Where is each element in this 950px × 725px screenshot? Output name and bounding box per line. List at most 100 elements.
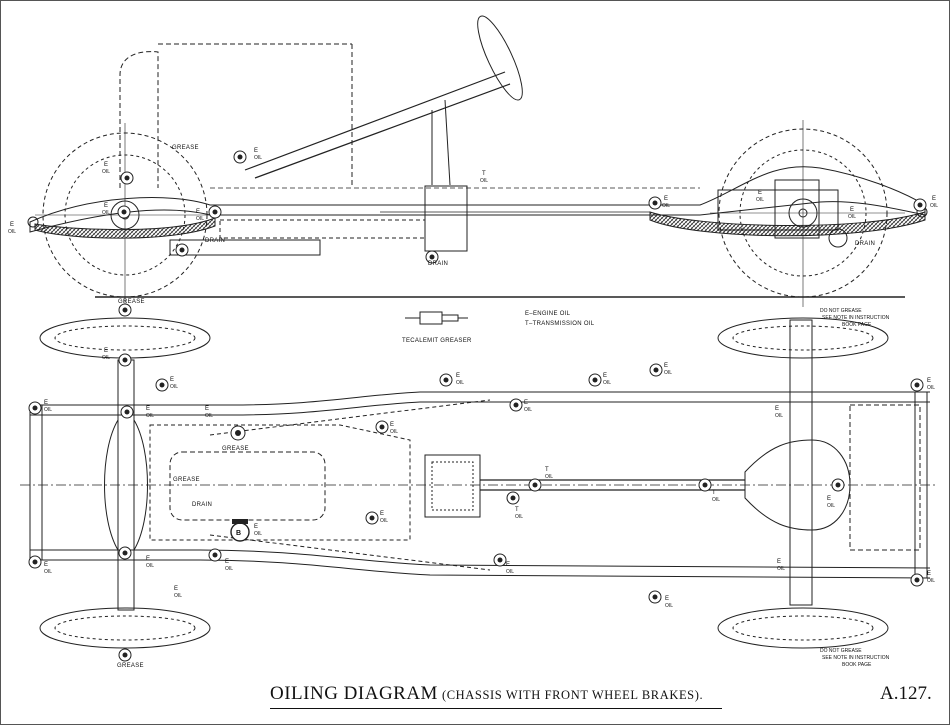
svg-text:E: E bbox=[146, 406, 150, 412]
svg-text:E: E bbox=[104, 348, 108, 354]
svg-text:E: E bbox=[44, 562, 48, 568]
svg-text:OIL: OIL bbox=[205, 413, 213, 419]
rear-wheel-side bbox=[710, 120, 905, 307]
oil-point bbox=[28, 555, 42, 569]
svg-text:E: E bbox=[758, 190, 762, 196]
legend-engine-oil: E–ENGINE OIL bbox=[525, 311, 571, 317]
oil-point bbox=[910, 378, 924, 392]
gearbox-side bbox=[424, 185, 468, 252]
svg-text:GREASE: GREASE bbox=[117, 663, 144, 669]
svg-text:DRAIN: DRAIN bbox=[428, 261, 448, 267]
side-elevation bbox=[27, 15, 928, 307]
svg-text:OIL: OIL bbox=[848, 214, 856, 220]
svg-text:OIL: OIL bbox=[756, 197, 764, 203]
diagram-caption: OILING DIAGRAM (CHASSIS WITH FRONT WHEEL… bbox=[270, 683, 730, 705]
oil-point bbox=[439, 373, 453, 387]
svg-text:E: E bbox=[10, 222, 14, 228]
rear-axle-side bbox=[717, 189, 839, 231]
svg-text:DRAIN: DRAIN bbox=[192, 502, 212, 508]
caption-title: OILING DIAGRAM bbox=[270, 683, 438, 704]
svg-text:T: T bbox=[515, 507, 519, 513]
oil-point bbox=[588, 373, 602, 387]
drain-label: DRAIN bbox=[205, 238, 225, 244]
svg-text:OIL: OIL bbox=[8, 229, 16, 235]
svg-text:GREASE: GREASE bbox=[118, 299, 145, 305]
svg-text:OIL: OIL bbox=[174, 593, 182, 599]
svg-text:T: T bbox=[712, 490, 716, 496]
note-top-line2: SEE NOTE IN INSTRUCTION bbox=[822, 315, 890, 321]
svg-text:OIL: OIL bbox=[380, 518, 388, 524]
frame-rail-upper bbox=[30, 391, 930, 406]
svg-text:OIL: OIL bbox=[44, 569, 52, 575]
svg-text:E: E bbox=[932, 196, 936, 202]
oil-point bbox=[365, 511, 379, 525]
front-leaf-spring bbox=[34, 217, 216, 239]
filler-b-label: B bbox=[236, 530, 241, 537]
oil-point bbox=[118, 546, 132, 560]
svg-text:T: T bbox=[482, 171, 486, 177]
svg-text:OIL: OIL bbox=[927, 578, 935, 584]
oil-point bbox=[493, 553, 507, 567]
svg-text:E: E bbox=[380, 511, 384, 517]
svg-text:OIL: OIL bbox=[146, 413, 154, 419]
frame-rail-lower bbox=[30, 559, 931, 579]
svg-text:GREASE: GREASE bbox=[173, 477, 200, 483]
oil-point bbox=[118, 353, 132, 367]
radiator-side bbox=[119, 51, 159, 188]
svg-text:OIL: OIL bbox=[102, 355, 110, 361]
legend-greaser: TECALEMIT GREASER bbox=[402, 338, 472, 344]
svg-text:E: E bbox=[205, 406, 209, 412]
gearbox-plan bbox=[424, 454, 481, 518]
oil-point bbox=[913, 198, 927, 212]
note-top-line1: DO NOT GREASE bbox=[820, 308, 862, 314]
svg-text:E: E bbox=[664, 196, 668, 202]
svg-text:OIL: OIL bbox=[480, 178, 488, 184]
svg-text:E: E bbox=[174, 586, 178, 592]
svg-text:E: E bbox=[927, 378, 931, 384]
svg-text:E: E bbox=[664, 363, 668, 369]
svg-text:E: E bbox=[456, 373, 460, 379]
oil-point bbox=[233, 150, 247, 164]
svg-text:OIL: OIL bbox=[170, 384, 178, 390]
oil-point bbox=[117, 205, 131, 219]
svg-text:E: E bbox=[506, 562, 510, 568]
svg-text:OIL: OIL bbox=[603, 380, 611, 386]
svg-text:DRAIN: DRAIN bbox=[855, 241, 875, 247]
svg-text:OIL: OIL bbox=[254, 531, 262, 537]
caption-underline bbox=[270, 708, 722, 709]
oil-point bbox=[28, 401, 42, 415]
svg-text:E: E bbox=[225, 559, 229, 565]
svg-text:OIL: OIL bbox=[927, 385, 935, 391]
svg-text:OIL: OIL bbox=[390, 429, 398, 435]
svg-text:E: E bbox=[775, 406, 779, 412]
svg-text:E: E bbox=[146, 556, 150, 562]
oil-point bbox=[528, 478, 542, 492]
oil-point bbox=[910, 573, 924, 587]
note-bottom-line2: SEE NOTE IN INSTRUCTION bbox=[822, 655, 890, 661]
note-bottom-line3: BOOK PAGE bbox=[842, 662, 872, 668]
tecalemit-greaser-sketch bbox=[405, 311, 468, 325]
front-right-tyre bbox=[39, 607, 211, 649]
note-bottom-line1: DO NOT GREASE bbox=[820, 648, 862, 654]
svg-text:OIL: OIL bbox=[775, 413, 783, 419]
svg-text:GREASE: GREASE bbox=[222, 446, 249, 452]
oil-point bbox=[175, 243, 189, 257]
svg-text:E: E bbox=[850, 207, 854, 213]
oil-point bbox=[649, 363, 663, 377]
svg-text:OIL: OIL bbox=[506, 569, 514, 575]
svg-text:OIL: OIL bbox=[827, 503, 835, 509]
oil-point bbox=[509, 398, 523, 412]
svg-text:OIL: OIL bbox=[146, 563, 154, 569]
oil-point bbox=[425, 250, 439, 264]
diagram-labels: GREASE E OIL E OIL E OIL E OIL E OIL DRA… bbox=[8, 145, 938, 669]
oil-point bbox=[208, 548, 222, 562]
caption-subtitle: (CHASSIS WITH FRONT WHEEL BRAKES). bbox=[441, 688, 704, 702]
svg-text:OIL: OIL bbox=[930, 203, 938, 209]
svg-text:OIL: OIL bbox=[662, 203, 670, 209]
front-left-tyre bbox=[39, 317, 211, 359]
svg-text:OIL: OIL bbox=[225, 566, 233, 572]
oil-point bbox=[648, 196, 662, 210]
svg-text:T: T bbox=[545, 467, 549, 473]
svg-text:OIL: OIL bbox=[515, 514, 523, 520]
